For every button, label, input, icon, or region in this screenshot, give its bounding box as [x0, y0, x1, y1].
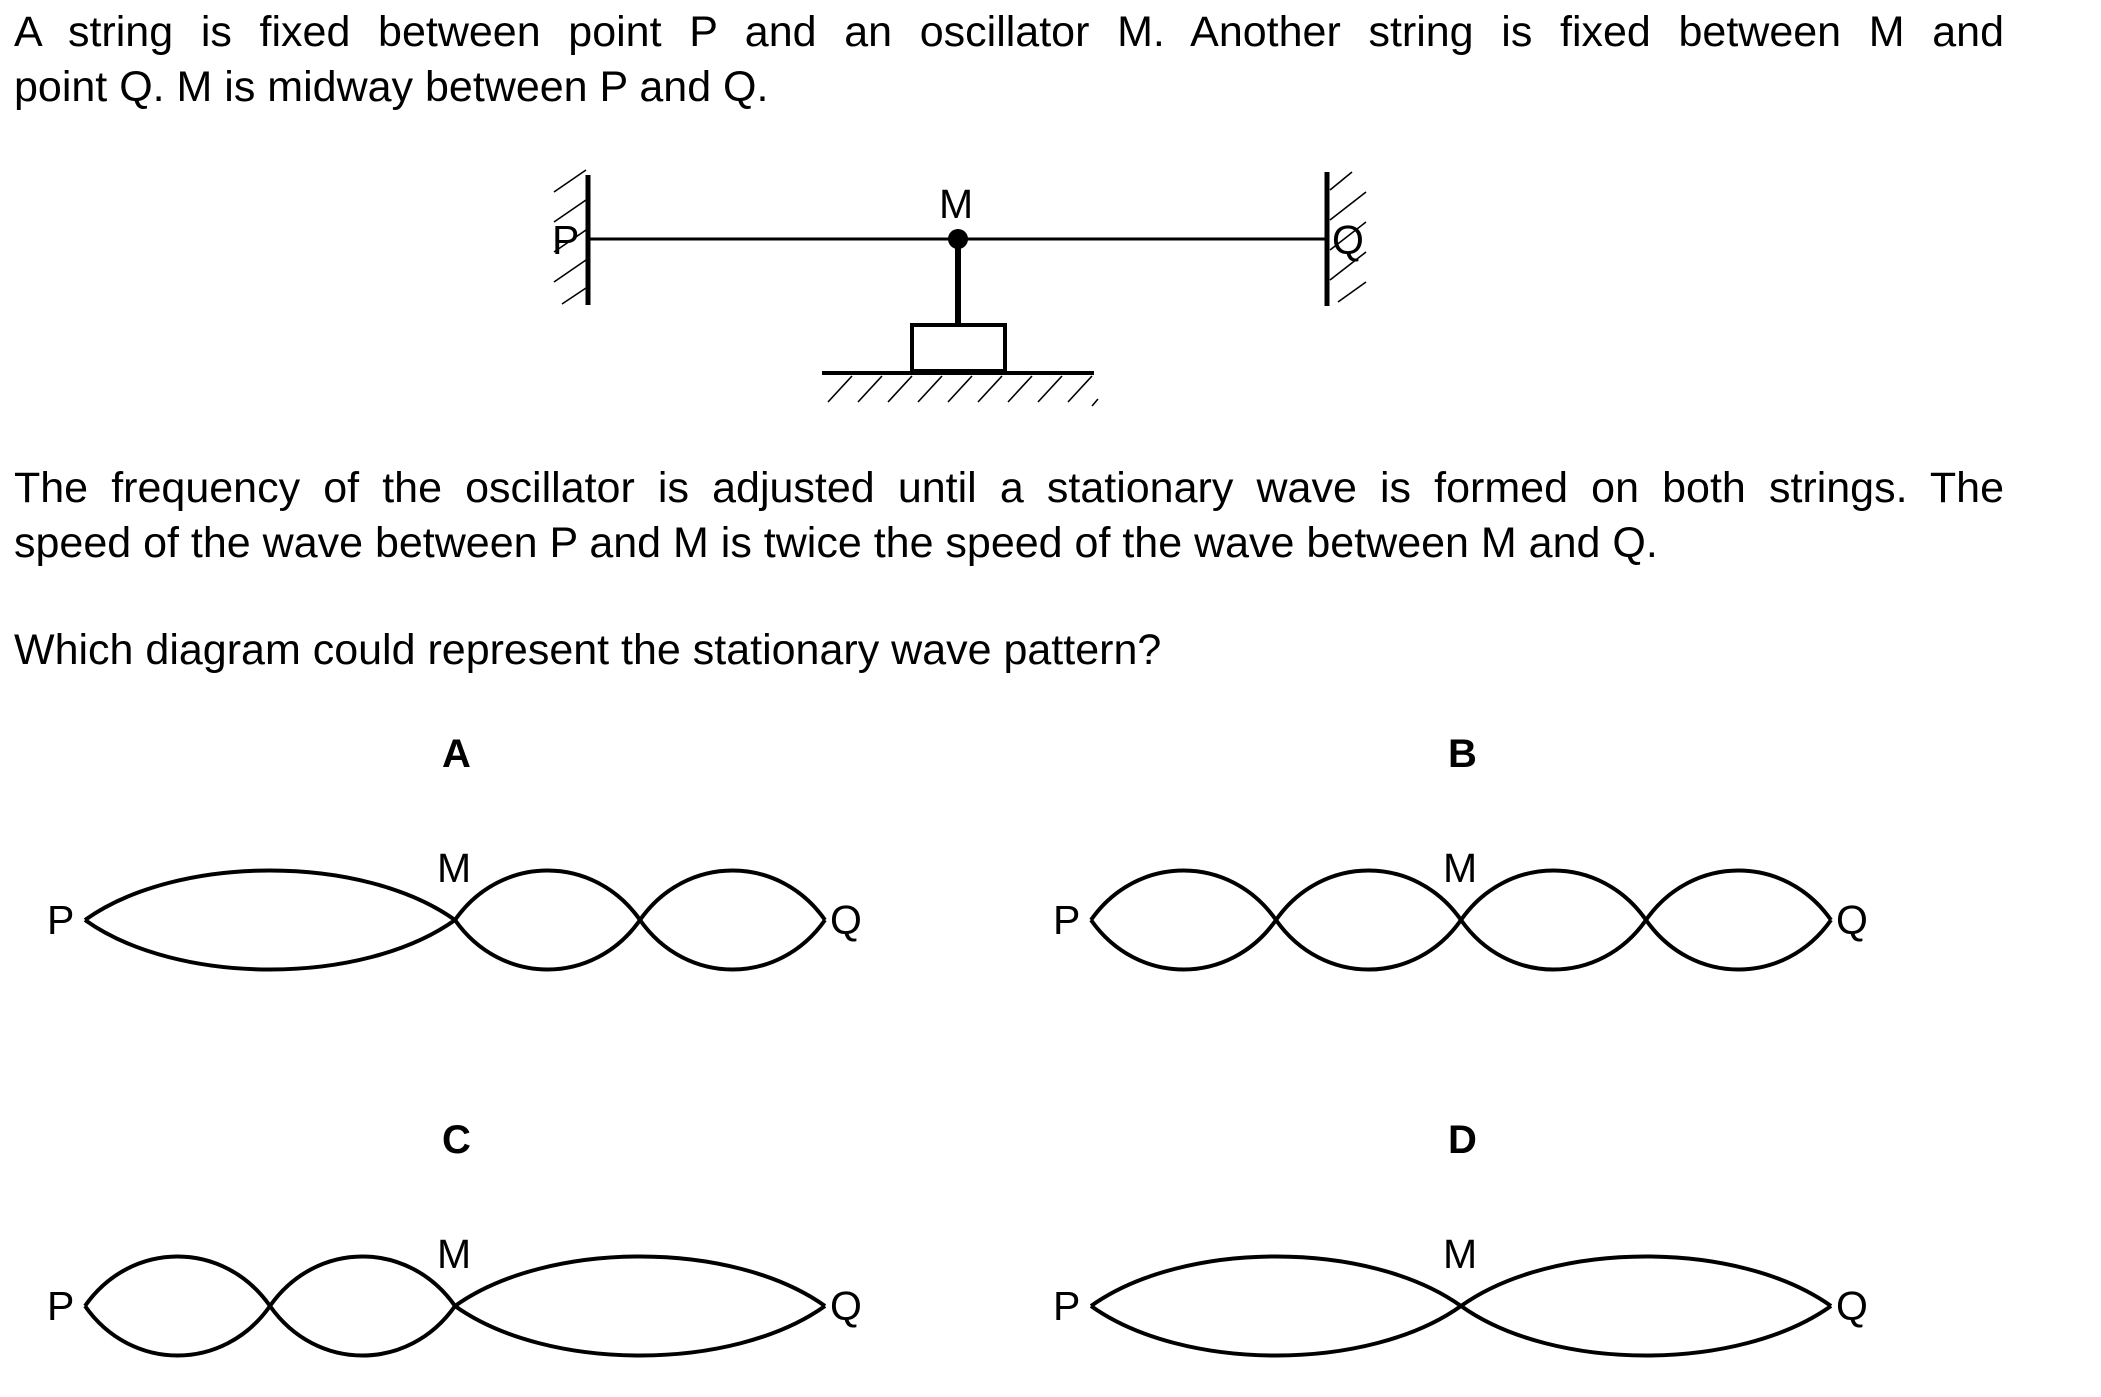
apparatus-label-q: Q	[1332, 217, 1364, 263]
wave-loop-pm	[268, 1254, 457, 1358]
ground-hatching	[827, 375, 1099, 407]
option-letter: A	[442, 732, 471, 776]
body-line-2: speed of the wave between P and M is twi…	[14, 519, 1658, 567]
body-line-1: The frequency of the oscillator is adjus…	[14, 464, 2004, 512]
option-d[interactable]: D P M Q	[1053, 1118, 1868, 1358]
wave-loop-pm	[1274, 868, 1463, 972]
option-label-p: P	[1053, 1283, 1080, 1329]
question-prompt: Which diagram could represent the statio…	[14, 626, 1162, 674]
option-letter: C	[442, 1118, 471, 1162]
apparatus-label-m: M	[939, 181, 973, 227]
wave-loop-pm	[83, 868, 457, 972]
option-b[interactable]: B P M Q	[1053, 732, 1868, 972]
option-letter: B	[1448, 732, 1477, 776]
wave-loop-mq	[453, 868, 642, 972]
option-label-m: M	[1443, 1231, 1477, 1277]
wall-q-hatching	[1329, 171, 1367, 303]
wave-loop-mq	[1459, 868, 1648, 972]
wave-loop-pm	[1089, 868, 1278, 972]
option-label-q: Q	[1836, 1283, 1868, 1329]
option-label-m: M	[1443, 845, 1477, 891]
option-label-p: P	[47, 897, 74, 943]
wave-loop-mq	[453, 1254, 827, 1358]
option-letter: D	[1448, 1118, 1477, 1162]
wave-loop-mq	[638, 868, 827, 972]
option-label-q: Q	[830, 897, 862, 943]
wave-loop-mq	[1459, 1254, 1833, 1358]
option-c[interactable]: C P M Q	[47, 1118, 862, 1358]
option-label-m: M	[437, 845, 471, 891]
wave-loop-pm	[83, 1254, 272, 1358]
body-paragraph: The frequency of the oscillator is adjus…	[14, 461, 2004, 571]
intro-paragraph: A string is fixed between point P and an…	[14, 5, 2004, 115]
apparatus-diagram	[553, 169, 1367, 407]
option-label-p: P	[1053, 897, 1080, 943]
wall-p-hatching	[553, 169, 587, 305]
option-label-m: M	[437, 1231, 471, 1277]
intro-line-2: point Q. M is midway between P and Q.	[14, 63, 769, 111]
wave-loop-pm	[1089, 1254, 1463, 1358]
option-label-p: P	[47, 1283, 74, 1329]
answer-options: A P M Q B P M Q C P M Q D P M Q	[47, 732, 1868, 1358]
wave-loop-mq	[1644, 868, 1833, 972]
oscillator-box	[910, 323, 1007, 373]
option-label-q: Q	[830, 1283, 862, 1329]
intro-line-1: A string is fixed between point P and an…	[14, 8, 2004, 56]
option-label-q: Q	[1836, 897, 1868, 943]
apparatus-label-p: P	[552, 217, 579, 263]
option-a[interactable]: A P M Q	[47, 732, 862, 972]
